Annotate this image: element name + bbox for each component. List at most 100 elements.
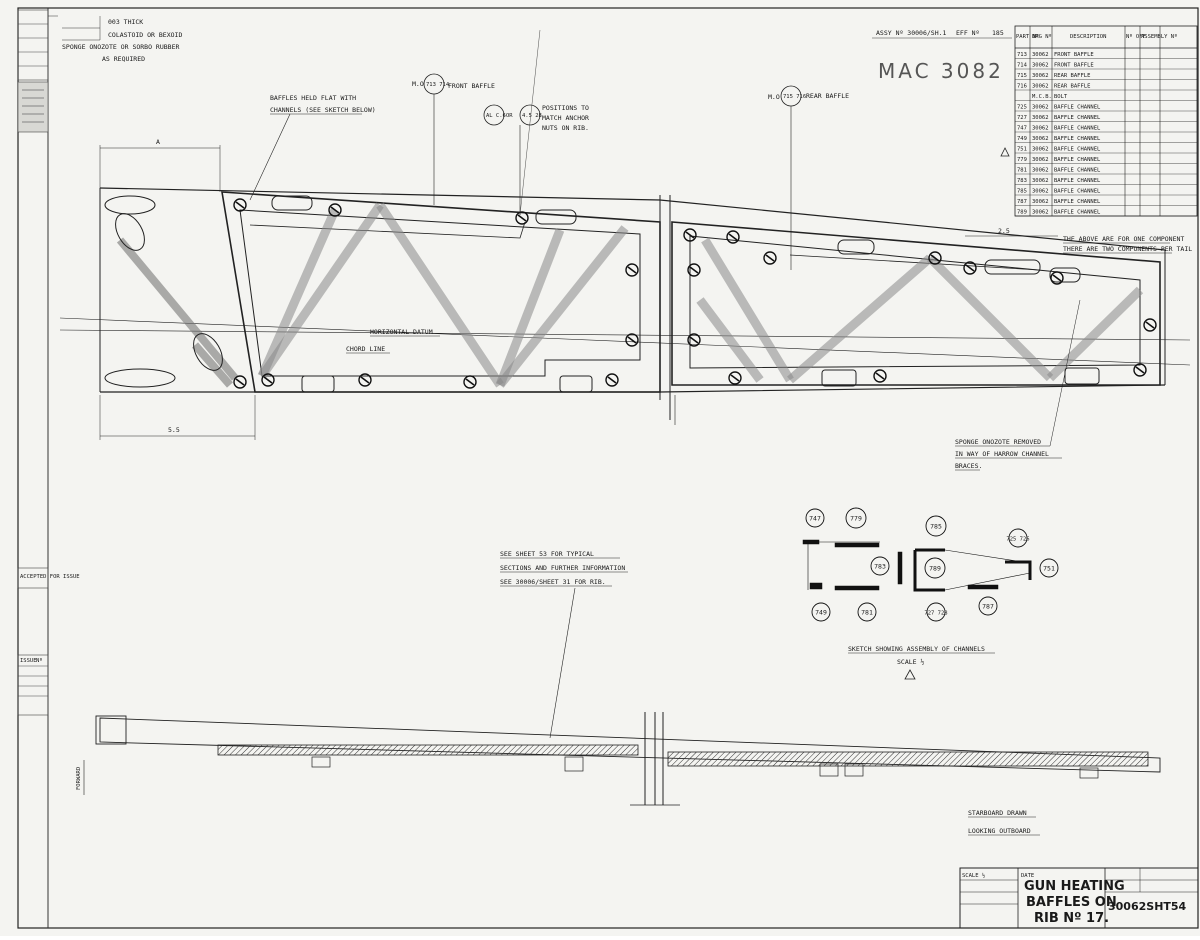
anchor-or: OR [506,113,513,119]
sponge-note-3: BRACES. [955,462,982,470]
callout-bubble [926,602,946,622]
part-number-cell: 783 [1017,178,1027,184]
bolt-icon [625,263,639,277]
callout-label: 749 [815,609,827,617]
drawing-number-cell: M.C.B. [1032,94,1052,100]
elevation-callouts: BAFFLES HELD FLAT WITH CHANNELS (SEE SKE… [249,29,1192,739]
bolt-slot [930,254,940,262]
assy-number: ASSY Nº 30006/SH.1 [876,29,947,37]
description-cell: BAFFLE CHANNEL [1054,189,1101,195]
sketch-title: SKETCH SHOWING ASSEMBLY OF CHANNELS [848,645,985,653]
bolt-slot [330,206,340,214]
drawing-number-cell: 30062 [1032,84,1049,90]
bolt-slot [627,266,637,274]
bolt-slot [627,336,637,344]
col-off: Nº OFF [1126,33,1146,40]
callout-label: 785 [930,523,942,531]
drawing-number-cell: 30062 [1032,199,1049,205]
col-assy: ASSEMBLY Nº [1141,33,1177,40]
bolt-slot [1135,366,1145,374]
rib-elevation [59,187,1191,420]
callout-bubble [845,507,867,529]
note-sponge: SPONGE ONOZOTE OR SORBO RUBBER [62,43,179,51]
bolt-icon [515,211,529,225]
part-number-cell: 789 [1017,210,1027,216]
callout-bubble [811,602,831,622]
callout-label: 789 [929,565,941,573]
bolt-icon [928,251,942,265]
rear-baffle-outline [671,221,1161,386]
col-drg: DRG Nº [1032,33,1052,40]
sketch-scale: SCALE ½ [897,658,924,666]
front-baffle-label: FRONT BAFFLE [448,82,495,90]
bolt-icon [261,373,275,387]
rib-plan-view [95,712,1161,806]
bolt-icon [358,373,372,387]
note-colastoid: COLASTOID OR BEXOID [108,31,182,39]
bolt-slot [730,374,740,382]
callout-bubble [870,556,890,576]
callout-label: 783 [874,563,886,571]
bolt-icon [728,371,742,385]
bolt-slot [1052,274,1062,282]
col-desc: DESCRIPTION [1070,34,1106,40]
bolt-slot [517,214,527,222]
bolt-icon [1143,318,1157,332]
drawing-number-cell: 30062 [1032,52,1049,58]
front-baffle-parts: 713 714 [426,82,450,88]
description-cell: BAFFLE CHANNEL [1054,168,1101,174]
title-line-2: BAFFLES ON [1026,895,1117,910]
eff-label: EFF Nº [956,29,980,37]
bolt-icon [625,333,639,347]
callout-bubble [978,596,998,616]
bolt-slot [689,336,699,344]
bolt-icon [328,203,342,217]
bolt-icon [763,251,777,265]
bolt-slot [965,264,975,272]
issue-label: ISSUE [20,658,37,664]
bolt-slot [263,376,273,384]
bolt-slot [607,376,617,384]
chord-line [59,317,1191,366]
callout-label: 747 [809,515,821,523]
title-line-3: RIB Nº 17. [1034,911,1109,926]
drawing-number-cell: 30062 [1032,157,1049,163]
drawing-number-cell: 30062 [1032,73,1049,79]
bolt-icon [605,373,619,387]
top-left-notes: 003 THICK COLASTOID OR BEXOID SPONGE ONO… [48,15,182,63]
description-cell: REAR BAFFLE [1054,84,1090,90]
revision-triangle [1000,147,1010,157]
description-cell: BAFFLE CHANNEL [1054,126,1101,132]
bolt-icon [963,261,977,275]
dimension-lines [99,145,1058,440]
callout-label: 787 [982,603,994,611]
part-number-cell: 779 [1017,157,1027,163]
horizontal-datum-label: HORIZONTAL DATUM [370,328,433,336]
rear-baffle-mo: M.O [768,93,780,101]
title-block [959,867,1199,929]
anchor-parts-b: 4.5 28 [522,113,542,119]
description-cell: REAR BAFFLE [1054,73,1090,79]
starboard-note-1: STARBOARD DRAWN [968,809,1027,817]
bolt-icon [1133,363,1147,377]
description-cell: BAFFLE CHANNEL [1054,199,1101,205]
description-cell: FRONT BAFFLE [1054,52,1094,58]
part-number-cell: 751 [1017,147,1027,153]
note-baffles-held: BAFFLES HELD FLAT WITH [270,94,356,102]
callout-label: 781 [861,609,873,617]
part-number-cell: 714 [1017,63,1028,69]
callout-bubble [1039,558,1059,578]
bolt-slot [360,376,370,384]
anchor-note-1: POSITIONS TO [542,104,589,112]
callout-bubble [857,602,877,622]
note-as-required: AS REQUIRED [102,55,145,63]
title-line-1: GUN HEATING [1024,879,1125,894]
drawing-number-cell: 30062 [1032,115,1049,121]
bolt-icon [687,263,701,277]
part-number-cell: 725 [1017,105,1027,111]
drawing-number-cell: 30062 [1032,210,1049,216]
rib-outline-top [99,187,1166,251]
bolt-symbols [233,198,1157,389]
above-note-2: THERE ARE TWO COMPONENTS PER TAIL [1063,245,1192,253]
